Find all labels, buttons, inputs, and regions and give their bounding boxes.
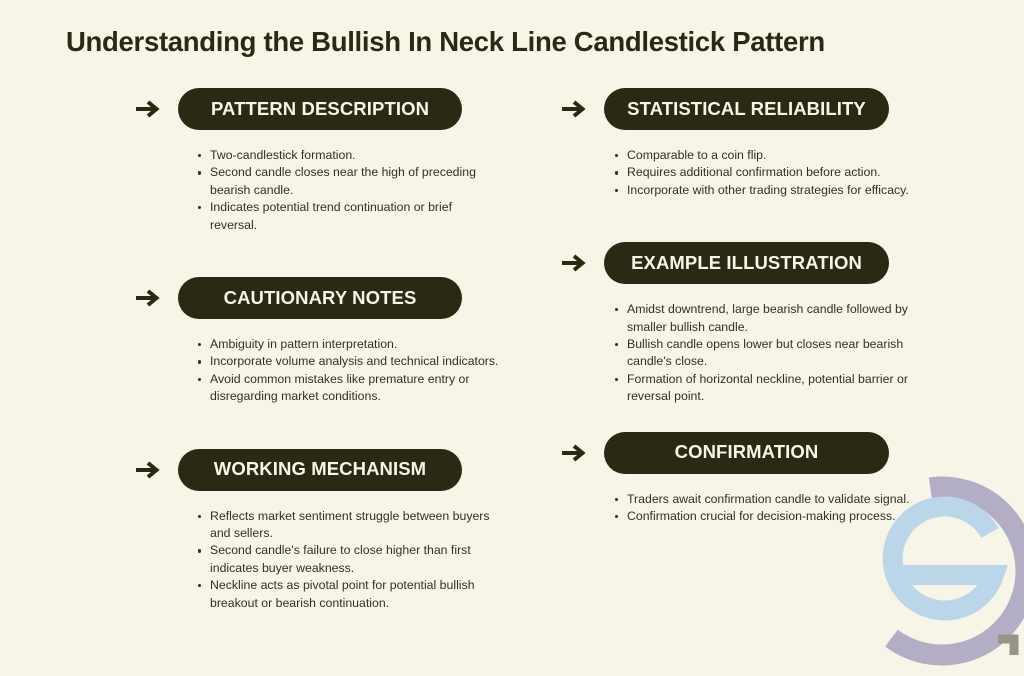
list-item: Requires additional confirmation before … [613,164,912,181]
arrow-right-icon [559,249,587,277]
list-item: Ambiguity in pattern interpretation. [196,336,502,353]
arrow-right-icon [559,439,587,467]
arrow-right-icon [133,456,161,484]
section-heading-label: STATISTICAL RELIABILITY [627,97,866,119]
section-heading-label: CONFIRMATION [674,441,819,463]
list-item: Traders await confirmation candle to val… [613,491,912,508]
arrow-right-icon [559,95,587,123]
section-heading-pill[interactable]: EXAMPLE ILLUSTRATION [604,242,889,285]
list-item: Avoid common mistakes like premature ent… [196,371,502,406]
section-header: STATISTICAL RELIABILITY [559,88,1024,130]
section-header: CAUTIONARY NOTES [133,277,603,320]
section-heading-label: WORKING MECHANISM [213,458,427,480]
list-item: Incorporate with other trading strategie… [613,182,912,199]
section-header: CONFIRMATION [559,431,1024,474]
list-item: Amidst downtrend, large bearish candle f… [613,301,912,336]
section-heading-pill[interactable]: STATISTICAL RELIABILITY [604,88,889,130]
section-header: WORKING MECHANISM [133,448,603,491]
bullet-list: Traders await confirmation candle to val… [559,474,1024,526]
section-pattern-description: PATTERN DESCRIPTION Two-candlestick form… [133,88,603,234]
section-confirmation: CONFIRMATION Traders await confirmation … [559,431,1024,526]
section-example-illustration: EXAMPLE ILLUSTRATION Amidst downtrend, l… [559,242,1024,405]
right-column: STATISTICAL RELIABILITY Comparable to a … [559,88,1024,525]
section-heading-label: EXAMPLE ILLUSTRATION [631,251,862,273]
list-item: Neckline acts as pivotal point for poten… [196,577,502,612]
arrow-right-icon [133,284,161,312]
list-item: Incorporate volume analysis and technica… [196,353,502,370]
bullet-list: Ambiguity in pattern interpretation. Inc… [133,319,603,406]
section-header: EXAMPLE ILLUSTRATION [559,242,1024,285]
section-header: PATTERN DESCRIPTION [133,88,603,130]
list-item: Comparable to a coin flip. [613,147,912,164]
list-item: Indicates potential trend continuation o… [196,199,502,234]
page-title: Understanding the Bullish In Neck Line C… [66,26,825,57]
list-item: Two-candlestick formation. [196,147,502,164]
section-heading-pill[interactable]: PATTERN DESCRIPTION [178,88,462,130]
list-item: Formation of horizontal neckline, potent… [613,371,912,406]
arrow-right-icon [133,95,161,123]
section-heading-pill[interactable]: WORKING MECHANISM [178,448,462,491]
section-cautionary-notes: CAUTIONARY NOTES Ambiguity in pattern in… [133,277,603,406]
list-item: Second candle closes near the high of pr… [196,164,502,199]
list-item: Reflects market sentiment struggle betwe… [196,508,502,543]
left-column: PATTERN DESCRIPTION Two-candlestick form… [133,88,603,612]
bullet-list: Comparable to a coin flip. Requires addi… [559,130,1024,199]
bullet-list: Reflects market sentiment struggle betwe… [133,491,603,612]
section-statistical-reliability: STATISTICAL RELIABILITY Comparable to a … [559,88,1024,199]
list-item: Confirmation crucial for decision-making… [613,508,912,525]
section-heading-pill[interactable]: CONFIRMATION [604,431,889,474]
list-item: Bullish candle opens lower but closes ne… [613,336,912,371]
bullet-list: Amidst downtrend, large bearish candle f… [559,284,1024,405]
section-heading-label: CAUTIONARY NOTES [223,286,417,308]
section-working-mechanism: WORKING MECHANISM Reflects market sentim… [133,448,603,612]
list-item: Second candle's failure to close higher … [196,542,502,577]
bullet-list: Two-candlestick formation. Second candle… [133,130,603,234]
section-heading-pill[interactable]: CAUTIONARY NOTES [178,277,462,320]
section-heading-label: PATTERN DESCRIPTION [210,97,430,119]
